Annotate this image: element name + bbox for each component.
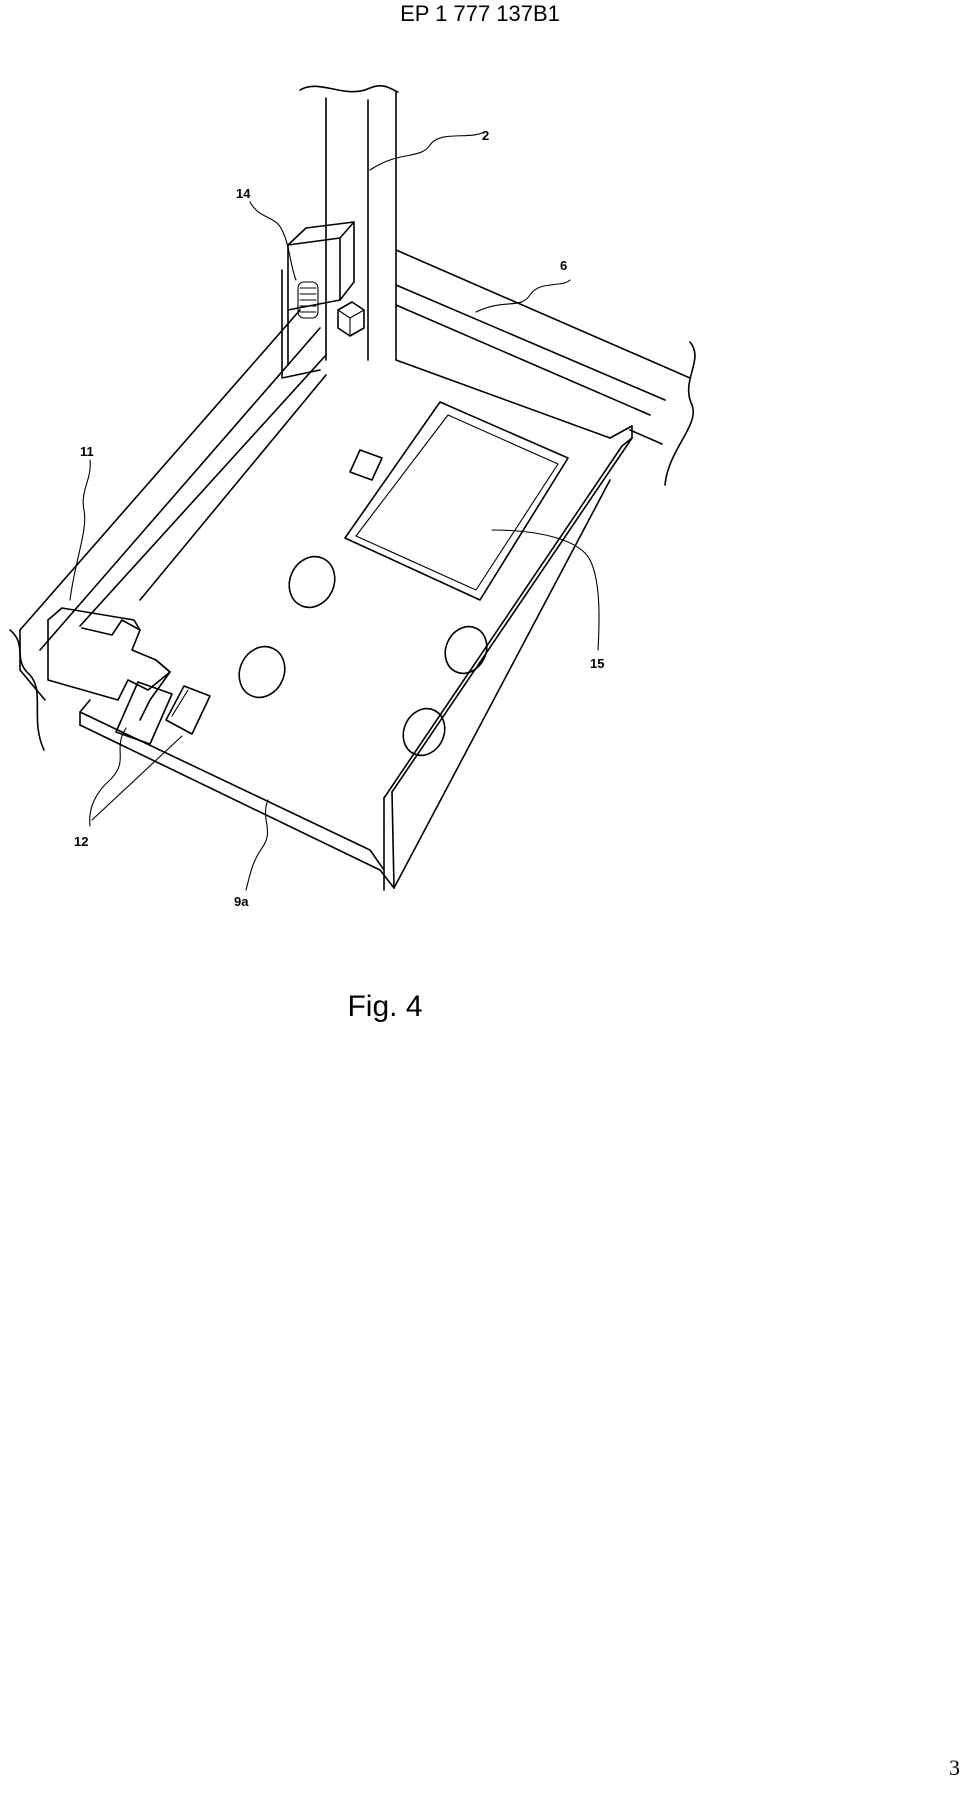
label-15: 15 (590, 656, 604, 671)
publication-number: EP 1 777 137B1 (400, 1, 560, 26)
label-6: 6 (560, 258, 567, 273)
upright-post (299, 85, 399, 361)
hook-and-slots (47, 607, 211, 745)
opening (344, 401, 569, 601)
label-2: 2 (482, 128, 489, 143)
bracket-with-bolt (281, 221, 365, 379)
patent-drawing-fig-4: 2 6 14 11 15 12 9a (9, 85, 696, 909)
label-14: 14 (236, 186, 251, 201)
label-9a: 9a (234, 894, 249, 909)
page-number: 3 (949, 1755, 960, 1780)
round-holes (238, 555, 488, 757)
base-plate (79, 359, 633, 891)
leader-lines (69, 131, 600, 891)
side-rail (9, 309, 327, 751)
figure-caption: Fig. 4 (347, 990, 423, 1023)
label-12: 12 (74, 834, 88, 849)
small-slot (349, 449, 383, 481)
back-rail (395, 249, 696, 486)
label-11: 11 (80, 444, 94, 459)
